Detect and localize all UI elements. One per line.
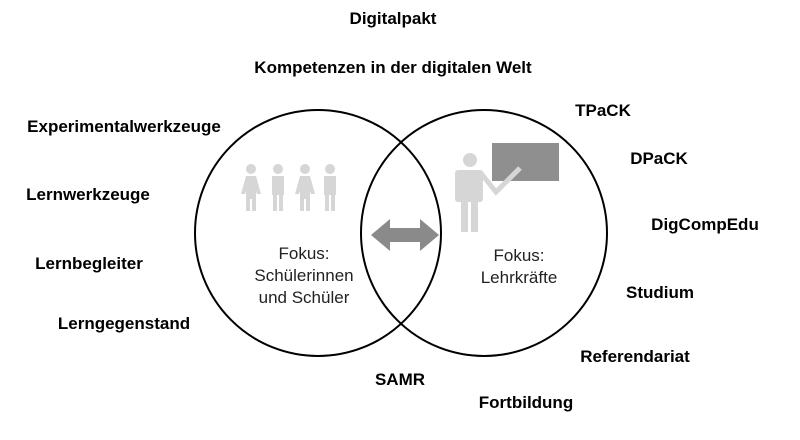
label-lernwerkzeuge: Lernwerkzeuge [26,185,150,204]
left-circle-focus-text: Fokus: Schülerinnen und Schüler [254,243,353,309]
label-tpack: TPaCK [575,101,631,120]
left-circle [194,109,442,357]
double-arrow-icon [371,219,439,251]
label-studium: Studium [626,283,694,302]
label-digitalpakt: Digitalpakt [349,9,437,28]
label-referendariat: Referendariat [580,347,690,366]
right-circle-focus-text: Fokus: Lehrkräfte [481,245,558,289]
label-fortbildung: Fortbildung [478,393,574,412]
label-samr: SAMR [374,370,426,389]
students-icon [241,164,336,211]
label-digcompedu: DigCompEdu [651,215,759,234]
focus-line: und Schüler [258,288,350,307]
focus-line: Lehrkräfte [480,268,558,287]
label-dpack: DPaCK [630,149,688,168]
teacher-icon [455,143,559,232]
label-lernbegleiter: Lernbegleiter [35,254,143,273]
focus-line: Schülerinnen [254,266,354,285]
focus-line: Fokus: [493,246,545,265]
label-kompetenzen: Kompetenzen in der digitalen Welt [254,58,532,77]
focus-line: Fokus: [278,244,330,263]
label-lerngegenstand: Lerngegenstand [57,314,191,333]
right-circle [360,109,608,357]
label-experimentalwerkzeuge: Experimentalwerkzeuge [27,117,221,136]
